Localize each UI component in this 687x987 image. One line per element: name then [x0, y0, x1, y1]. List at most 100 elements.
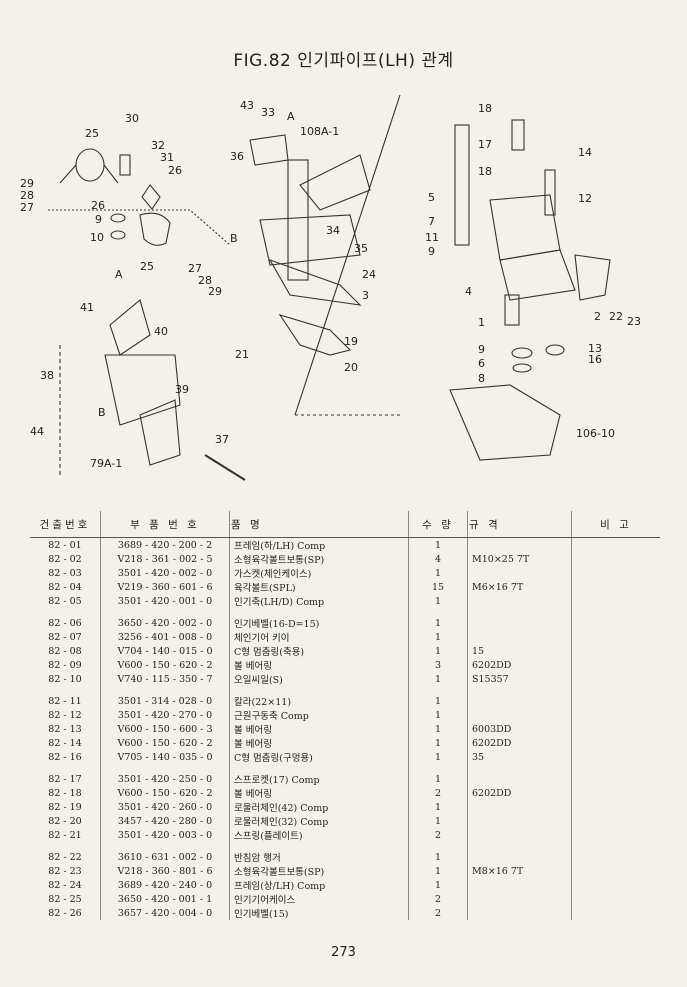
table-cell [572, 878, 661, 892]
table-cell: 82 - 21 [30, 828, 101, 842]
table-cell: 6202DD [467, 658, 572, 672]
table-cell: 3256 - 401 - 008 - 0 [100, 630, 230, 644]
group-spacer [30, 842, 660, 850]
table-cell: 볼 베어링 [229, 722, 409, 736]
table-cell: 82 - 07 [30, 630, 101, 644]
table-cell: 2 [408, 786, 468, 800]
table-cell: 82 - 05 [30, 594, 101, 608]
table-cell [572, 594, 661, 608]
callout-label: 9 [478, 343, 485, 356]
table-cell: C형 멈춤링(구멍용) [229, 750, 409, 764]
callout-label: 43 [240, 99, 254, 112]
table-cell: 소형육각볼트보통(SP) [229, 864, 409, 878]
table-cell [572, 828, 661, 842]
table-cell: 1 [408, 566, 468, 580]
table-cell [467, 828, 572, 842]
table-cell: V600 - 150 - 620 - 2 [100, 658, 230, 672]
table-cell: 오일씨일(S) [229, 672, 409, 686]
table-cell [467, 708, 572, 722]
table-cell: 82 - 20 [30, 814, 101, 828]
callout-label: 4 [465, 285, 472, 298]
table-cell: 1 [408, 772, 468, 786]
table-cell: 82 - 12 [30, 708, 101, 722]
frame-upper-part [299, 154, 371, 211]
callout-label: 27 [20, 201, 34, 214]
group-spacer [30, 608, 660, 616]
table-cell: 15 [467, 644, 572, 658]
callout-label: 31 [160, 151, 174, 164]
table-cell: C형 멈춤링(축용) [229, 644, 409, 658]
callout-label: 108A-1 [300, 125, 339, 138]
callout-label: 12 [578, 192, 592, 205]
table-cell: 82 - 01 [30, 537, 101, 552]
table-cell: 볼 베어링 [229, 658, 409, 672]
callout-label: 7 [428, 215, 435, 228]
callout-label: 14 [578, 146, 592, 159]
table-cell [467, 630, 572, 644]
table-cell: 3610 - 631 - 002 - 0 [100, 850, 230, 864]
table-cell [572, 580, 661, 594]
table-cell: 2 [408, 892, 468, 906]
table-cell: 1 [408, 630, 468, 644]
table-cell [572, 786, 661, 800]
callout-label: 6 [478, 357, 485, 370]
callout-label: 26 [168, 164, 182, 177]
table-cell: 스프로켓(17) Comp [229, 772, 409, 786]
table-cell: 근원구동축 Comp [229, 708, 409, 722]
table-cell: 1 [408, 672, 468, 686]
table-cell [467, 594, 572, 608]
table-cell: 1 [408, 800, 468, 814]
table-cell: 82 - 11 [30, 694, 101, 708]
callout-label: 21 [235, 348, 249, 361]
table-cell [572, 552, 661, 566]
table-cell [572, 708, 661, 722]
table-cell: 82 - 08 [30, 644, 101, 658]
table-cell: 82 - 02 [30, 552, 101, 566]
table-cell [467, 772, 572, 786]
table-cell [572, 566, 661, 580]
chain-part [278, 314, 352, 356]
column-header: 건출번호 [30, 511, 101, 538]
callout-label: A [287, 110, 295, 123]
table-cell: 3501 - 420 - 270 - 0 [100, 708, 230, 722]
table-cell [572, 800, 661, 814]
callout-label: 106-10 [576, 427, 615, 440]
table-cell: 3501 - 420 - 001 - 0 [100, 594, 230, 608]
table-cell: 82 - 23 [30, 864, 101, 878]
table-cell: 1 [408, 750, 468, 764]
table-cell [467, 694, 572, 708]
table-cell: 6202DD [467, 786, 572, 800]
callout-label: 18 [478, 102, 492, 115]
table-cell [467, 537, 572, 552]
callout-label: 22 [609, 310, 623, 323]
table-cell [467, 616, 572, 630]
column-header: 부 품 번 호 [100, 511, 230, 538]
table-cell: 82 - 22 [30, 850, 101, 864]
table-cell: 1 [408, 722, 468, 736]
table-cell: 로울러체인(32) Comp [229, 814, 409, 828]
table-cell [572, 644, 661, 658]
bolt-part [119, 154, 131, 176]
table-cell [572, 864, 661, 878]
callout-label: 9 [95, 213, 102, 226]
table-cell [572, 672, 661, 686]
table-cell: 2 [408, 906, 468, 920]
callout-label: 40 [154, 325, 168, 338]
callout-label: 2 [594, 310, 601, 323]
gear-case-part [139, 212, 171, 246]
callout-labels: 30 25 32 31 26 29 28 27 26 9 10 25 27 28… [20, 99, 641, 470]
callout-label: 38 [40, 369, 54, 382]
table-cell [572, 616, 661, 630]
column-header: 수 량 [408, 511, 468, 538]
table-cell: V218 - 360 - 801 - 6 [100, 864, 230, 878]
callout-label: A [115, 268, 123, 281]
table-cell [572, 906, 661, 920]
